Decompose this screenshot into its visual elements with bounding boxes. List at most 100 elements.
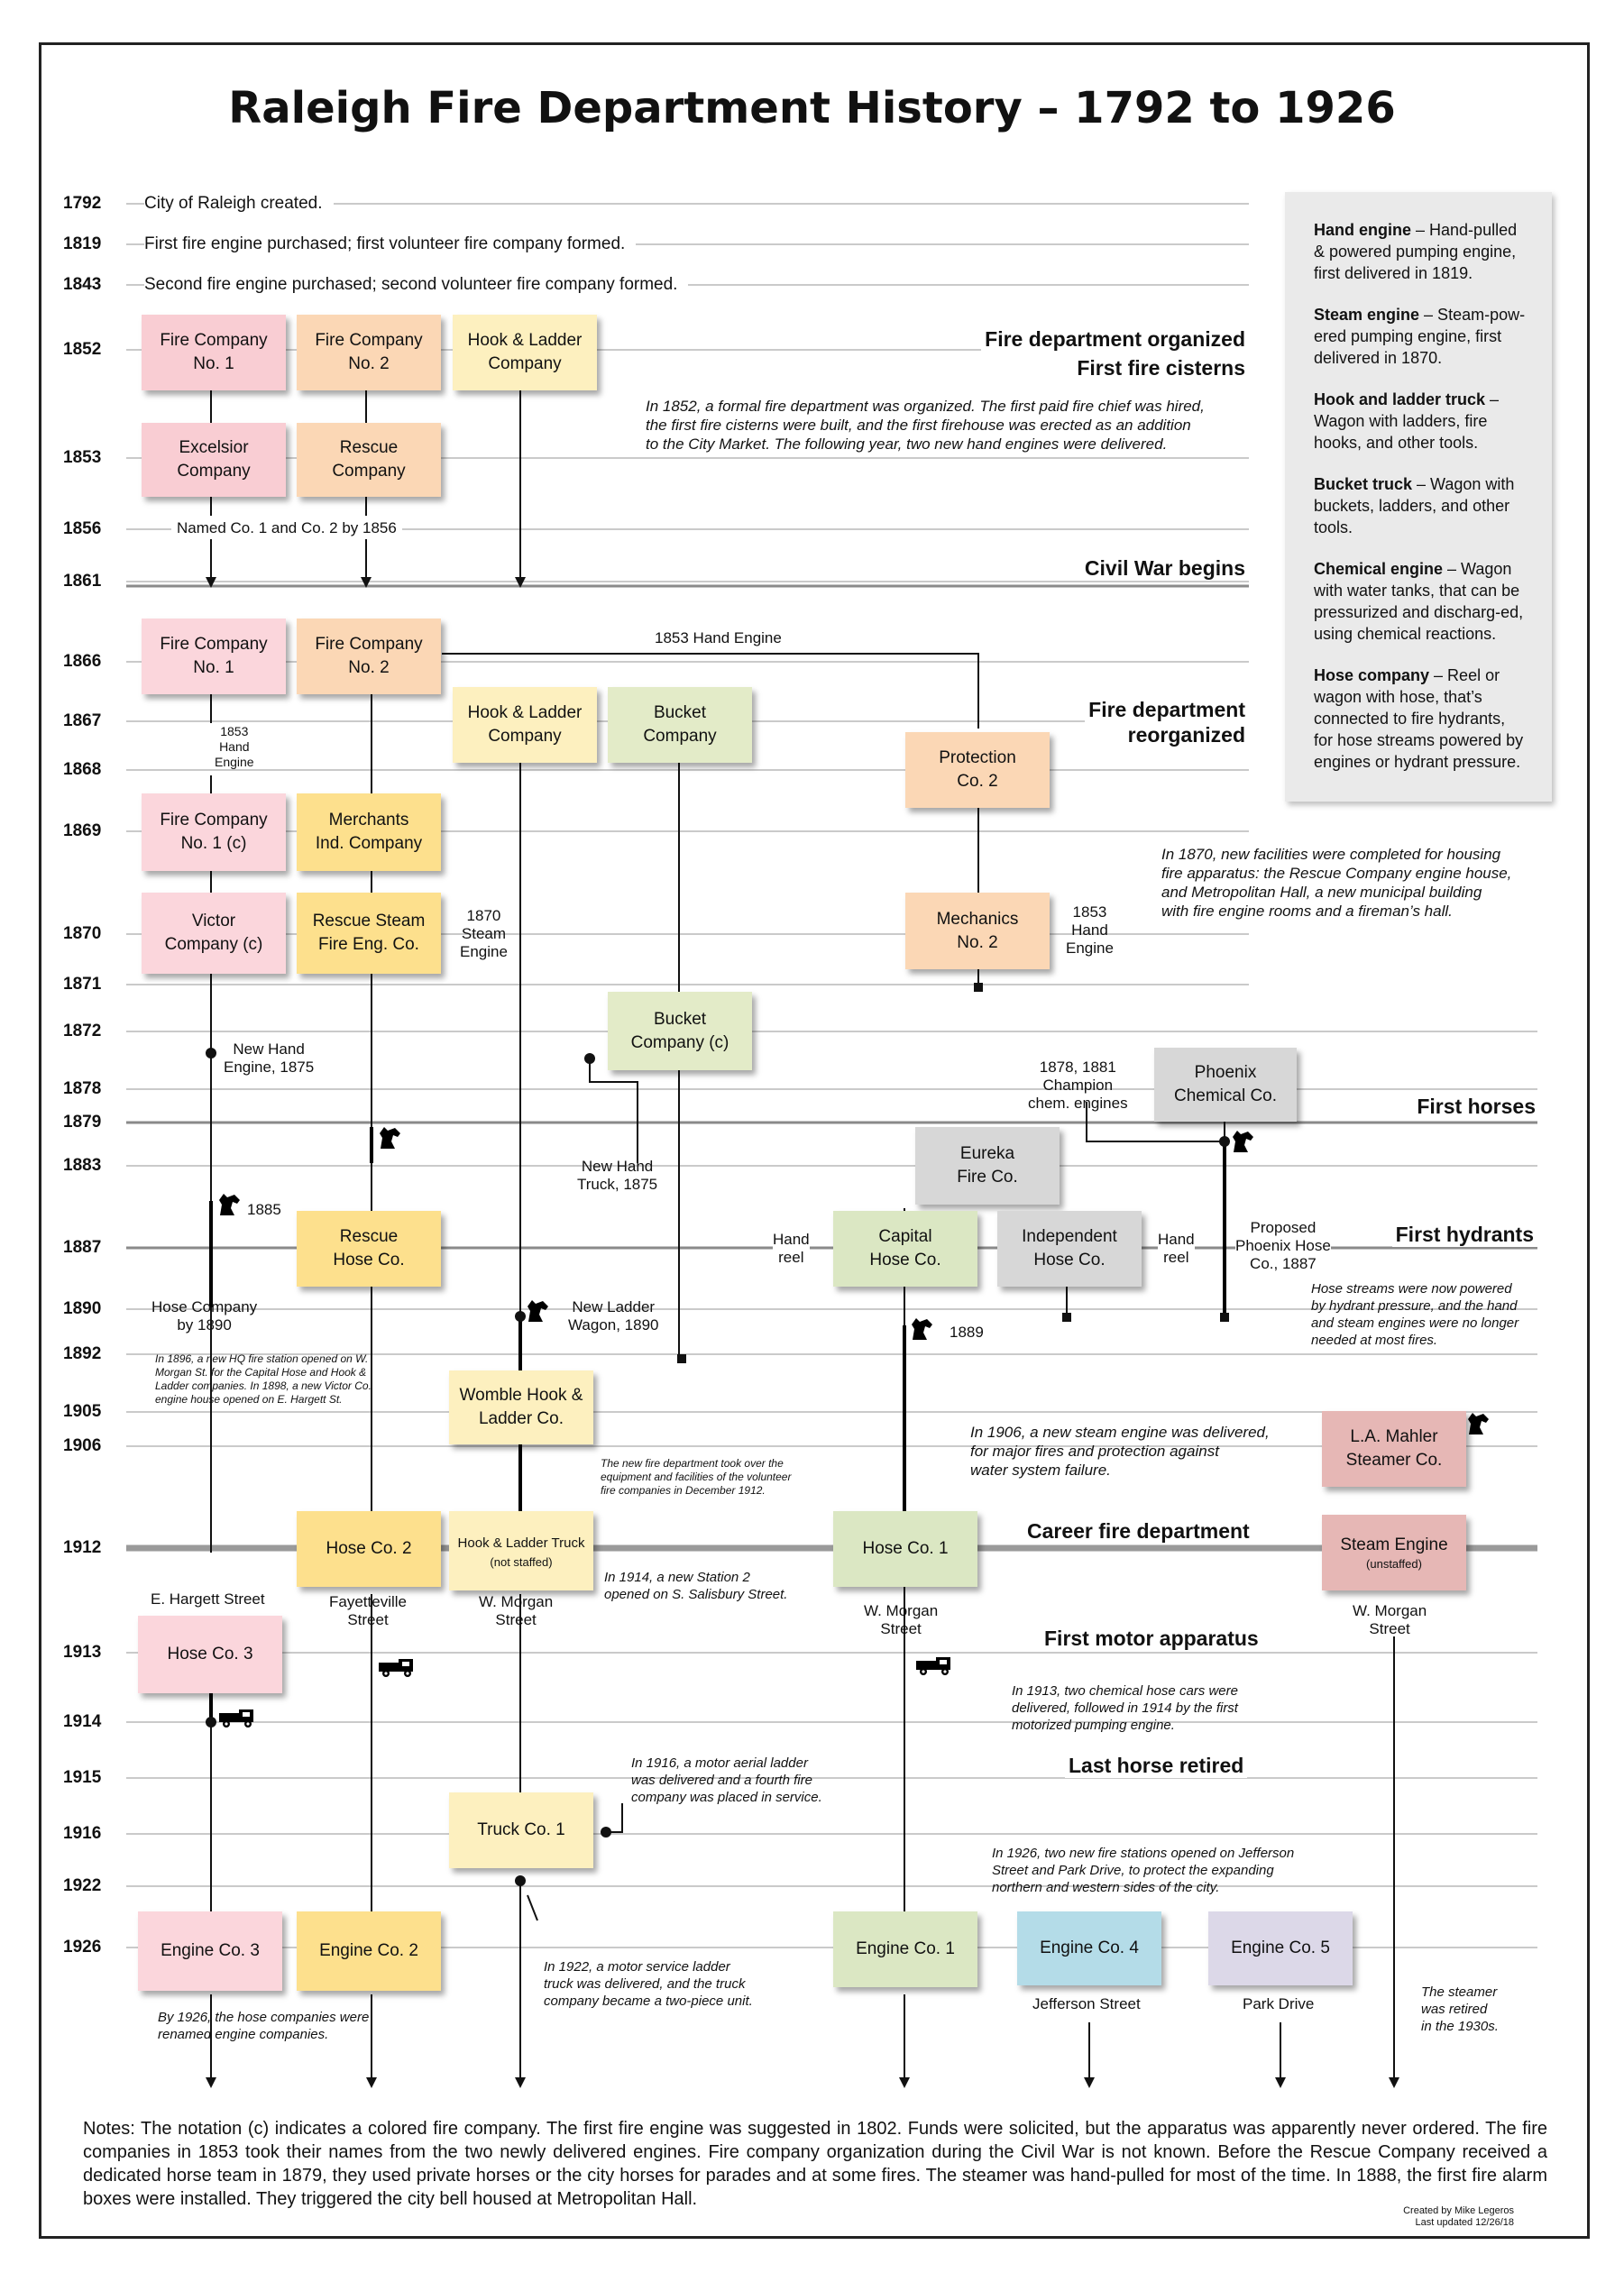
year-label-1892: 1892: [63, 1344, 102, 1363]
note-steamer: The steamer was retired in the 1930s.: [1421, 1984, 1499, 2034]
year-label-1926: 1926: [63, 1938, 102, 1957]
entry-1843: Second fire engine purchased; second vol…: [144, 274, 689, 296]
label-new-hand-engine: New Hand Engine, 1875: [224, 1040, 315, 1076]
legend-term: Hose company: [1314, 666, 1430, 684]
legend-entry: Chemical engine – Wagon with water tanks…: [1314, 558, 1528, 645]
footer-notes: Notes: The notation (c) indicates a colo…: [83, 2119, 1547, 2209]
hook-ladder-truck-note: (not staffed): [490, 1555, 553, 1569]
year-label-1879: 1879: [63, 1113, 102, 1132]
year-label-1868: 1868: [63, 760, 102, 779]
box-rescue-1853: Rescue Company: [297, 423, 441, 497]
label-steam-engine-1870: 1870 Steam Engine: [460, 907, 508, 960]
label-fayetteville: Fayetteville Street: [329, 1593, 407, 1628]
year-label-1887: 1887: [63, 1238, 102, 1257]
legend-entry: Bucket truck – Wagon with buckets, ladde…: [1314, 473, 1528, 538]
legend-description: – Wagon with ladders, fire hooks, and ot…: [1314, 390, 1500, 452]
legend-description: – Steam-pow-ered pumping engine, first d…: [1314, 306, 1526, 367]
box-engine-co-1: Engine Co. 1: [833, 1911, 977, 1987]
note-1916: In 1916, a motor aerial ladder was deliv…: [631, 1755, 822, 1805]
note-1913: In 1913, two chemical hose cars were del…: [1012, 1683, 1238, 1733]
box-rescue-steam: Rescue Steam Fire Eng. Co.: [297, 893, 441, 974]
box-hook-ladder-1867: Hook & Ladder Company: [453, 687, 597, 763]
label-hand-engine-small: 1853 Hand Engine: [215, 724, 254, 769]
box-engine-co-4: Engine Co. 4: [1017, 1911, 1161, 1985]
note-1912-station2: In 1914, a new Station 2 opened on S. Sa…: [604, 1570, 788, 1602]
note-1906: In 1906, a new steam engine was delivere…: [970, 1424, 1270, 1479]
year-label-1905: 1905: [63, 1402, 102, 1421]
year-label-1878: 1878: [63, 1079, 102, 1098]
year-label-1819: 1819: [63, 234, 102, 253]
legend-term: Steam engine: [1314, 306, 1420, 324]
page-frame: [39, 42, 1590, 2239]
entry-1792: City of Raleigh created.: [144, 193, 334, 215]
box-victor: Victor Company (c): [142, 893, 286, 974]
note-1926-stations: In 1926, two new fire stations opened on…: [992, 1846, 1295, 1895]
event-organized: Fire department organized: [981, 326, 1249, 352]
fire-truck-icon: [219, 1709, 253, 1728]
event-horses: First horses: [1413, 1094, 1539, 1119]
box-fire-company-1c: Fire Company No. 1 (c): [142, 793, 286, 871]
legend-term: Hand engine: [1314, 221, 1412, 239]
event-civil-war: Civil War begins: [1080, 555, 1249, 581]
year-label-1915: 1915: [63, 1768, 102, 1787]
label-park-drive: Park Drive: [1243, 1995, 1315, 2012]
event-motor: First motor apparatus: [1041, 1626, 1262, 1651]
label-w-morgan-2: W. Morgan Street: [864, 1602, 939, 1637]
box-hose-co-2: Hose Co. 2: [297, 1511, 441, 1587]
year-guide-lines: [126, 203, 1537, 1948]
box-hose-co-3: Hose Co. 3: [138, 1616, 282, 1693]
box-bucket-company: Bucket Company: [608, 687, 752, 763]
year-label-1867: 1867: [63, 711, 102, 730]
label-1885: 1885: [247, 1201, 281, 1218]
legend-description: – Wagon with buckets, ladders, and other…: [1314, 475, 1515, 536]
box-rescue-hose: Rescue Hose Co.: [297, 1211, 441, 1287]
box-hose-co-1: Hose Co. 1: [833, 1511, 977, 1587]
event-hydrants: First hydrants: [1391, 1222, 1537, 1247]
label-e-hargett: E. Hargett Street: [151, 1590, 265, 1608]
box-engine-co-2: Engine Co. 2: [297, 1911, 441, 1991]
note-1852: In 1852, a formal fire department was or…: [646, 398, 1205, 453]
year-label-1866: 1866: [63, 652, 102, 671]
label-champion: 1878, 1881 Champion chem. engines: [1028, 1059, 1128, 1112]
year-label-1916: 1916: [63, 1824, 102, 1843]
legend-term: Bucket truck: [1314, 475, 1413, 493]
box-merchants: Merchants Ind. Company: [297, 793, 441, 871]
legend-entry: Hose company – Reel or wagon with hose, …: [1314, 664, 1528, 773]
box-fire-company-1-1852: Fire Company No. 1: [142, 315, 286, 390]
legend-entry: Hand engine – Hand-pulled & powered pump…: [1314, 219, 1528, 284]
year-label-1871: 1871: [63, 975, 102, 994]
legend-entry: Hook and ladder truck – Wagon with ladde…: [1314, 389, 1528, 454]
box-phoenix: Phoenix Chemical Co.: [1154, 1048, 1297, 1122]
steam-engine-label: Steam Engine: [1340, 1535, 1448, 1554]
label-1889: 1889: [950, 1324, 984, 1341]
fire-truck-icon: [379, 1659, 413, 1677]
box-truck-co-1: Truck Co. 1: [449, 1792, 593, 1868]
horse-icon: [1468, 1413, 1489, 1434]
year-label-1890: 1890: [63, 1299, 102, 1318]
year-label-1914: 1914: [63, 1712, 102, 1731]
box-bucket-company-c: Bucket Company (c): [608, 992, 752, 1070]
box-fire-company-1-1866: Fire Company No. 1: [142, 619, 286, 694]
page-title: Raleigh Fire Department History – 1792 t…: [228, 83, 1396, 133]
event-reorganized: Fire department reorganized: [1085, 697, 1249, 747]
year-label-1792: 1792: [63, 194, 102, 213]
box-fire-company-2-1852: Fire Company No. 2: [297, 315, 441, 390]
horse-icon: [380, 1127, 400, 1149]
credit-author: Created by Mike Legeros: [1403, 2205, 1514, 2216]
steam-engine-note: (unstaffed): [1366, 1557, 1422, 1571]
box-engine-co-5: Engine Co. 5: [1208, 1911, 1353, 1985]
legend-description: – Wagon with water tanks, that can be pr…: [1314, 560, 1524, 643]
box-steam-engine: Steam Engine (unstaffed): [1322, 1515, 1466, 1590]
label-hand-reel-left: Hand reel: [773, 1231, 810, 1267]
box-capital-hose: Capital Hose Co.: [833, 1211, 977, 1287]
note-1870: In 1870, new facilities were completed f…: [1161, 846, 1512, 920]
horse-icon: [1233, 1131, 1253, 1152]
label-w-morgan-1: W. Morgan Street: [479, 1593, 554, 1628]
box-hook-ladder-truck: Hook & Ladder Truck (not staffed): [449, 1511, 593, 1590]
label-w-morgan-3: W. Morgan Street: [1353, 1602, 1427, 1637]
year-label-1853: 1853: [63, 448, 102, 467]
box-excelsior: Excelsior Company: [142, 423, 286, 497]
horse-icon: [219, 1194, 240, 1215]
box-independent: Independent Hose Co.: [997, 1211, 1142, 1287]
